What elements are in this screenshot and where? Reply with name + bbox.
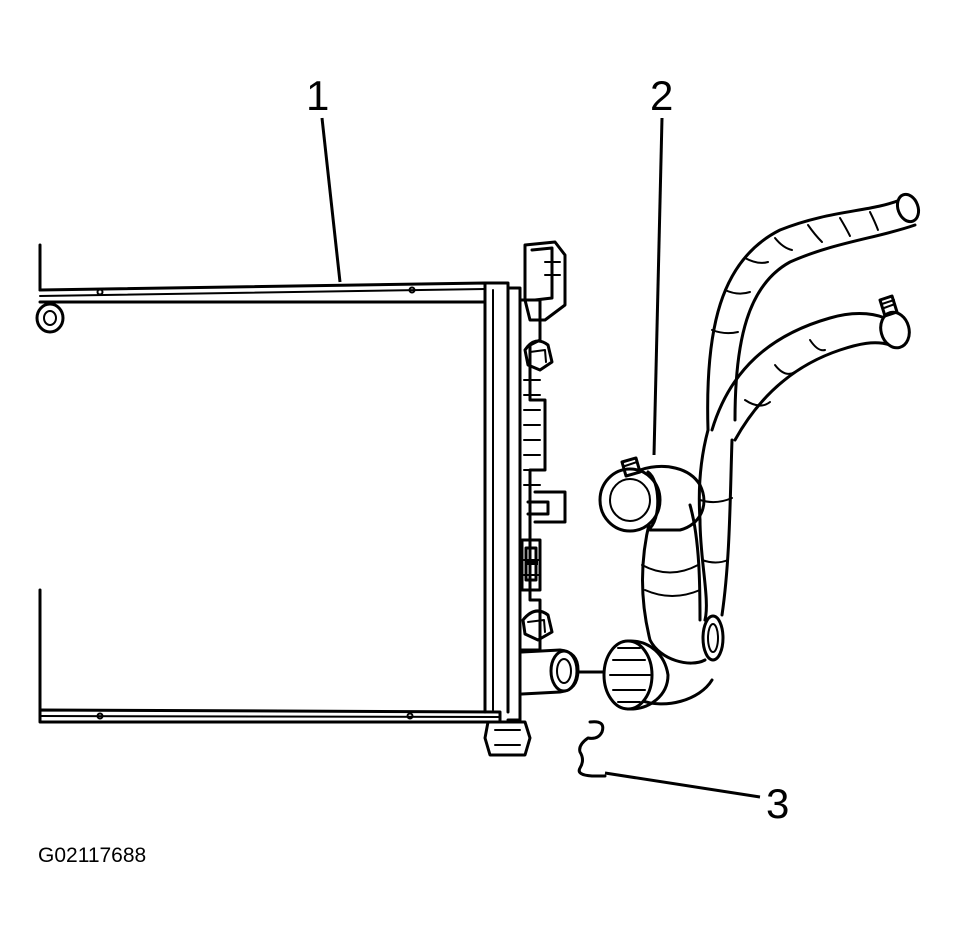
radiator-clip-lower	[521, 609, 554, 642]
leader-line-3	[604, 771, 761, 799]
radiator-clip-upper	[523, 339, 554, 372]
radiator-top-bracket	[523, 240, 567, 322]
figure-id: G02117688	[38, 844, 146, 867]
radiator-bottom-fitting	[483, 720, 532, 757]
radiator-outlet-pipe	[520, 648, 608, 696]
radiator-hose-icon	[598, 192, 921, 711]
leader-line-2	[652, 117, 664, 456]
radiator-valve-block	[520, 538, 542, 592]
hose-clip-icon	[577, 720, 607, 778]
hose-upper-connector	[598, 456, 706, 533]
hose-clamp-right	[878, 294, 911, 350]
callout-label-1: 1	[306, 72, 329, 119]
hose-lower-connector	[602, 639, 670, 711]
leader-line-1	[320, 117, 342, 283]
callout-label-2: 2	[650, 72, 673, 119]
radiator-side-tab	[526, 490, 567, 524]
radiator-icon	[35, 240, 608, 757]
callout-label-3: 3	[766, 780, 789, 827]
